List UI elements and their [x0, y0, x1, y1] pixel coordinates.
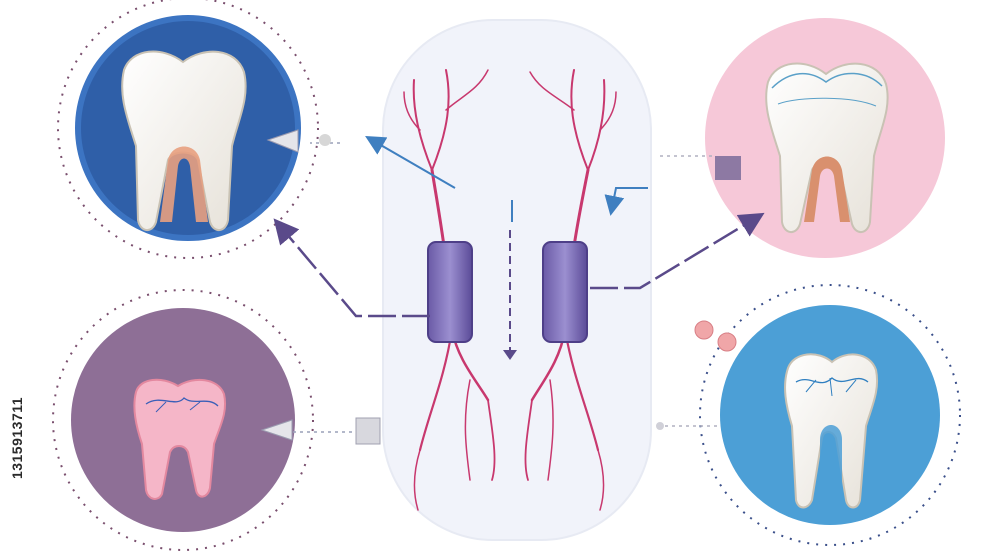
tooth-nerve-network-icon: [784, 353, 878, 509]
inflamed-tooth-group: [52, 289, 314, 551]
arrow-to-top-left: [273, 218, 430, 318]
network-tooth-group: [694, 284, 961, 546]
image-id-label: 1315913711: [6, 328, 28, 548]
image-id-text: 1315913711: [9, 396, 25, 480]
inflamed-tooth-icon: [133, 378, 226, 500]
center-panel: [382, 19, 652, 541]
tooth-with-nerves-icon: [765, 62, 889, 233]
arrow-bottom-left: [260, 129, 381, 445]
arrow-blue-left: [310, 134, 456, 189]
arrow-to-top-right: [590, 212, 765, 290]
left-nerve-capsule: [427, 241, 473, 343]
arrow-bottom-right: [656, 422, 720, 430]
right-nerve-capsule: [542, 241, 588, 343]
healthy-tooth-group: [57, 0, 319, 259]
arrow-blue-right: [604, 155, 712, 216]
healthy-tooth-icon: [121, 50, 247, 231]
nerve-tooth-group: [705, 18, 945, 258]
